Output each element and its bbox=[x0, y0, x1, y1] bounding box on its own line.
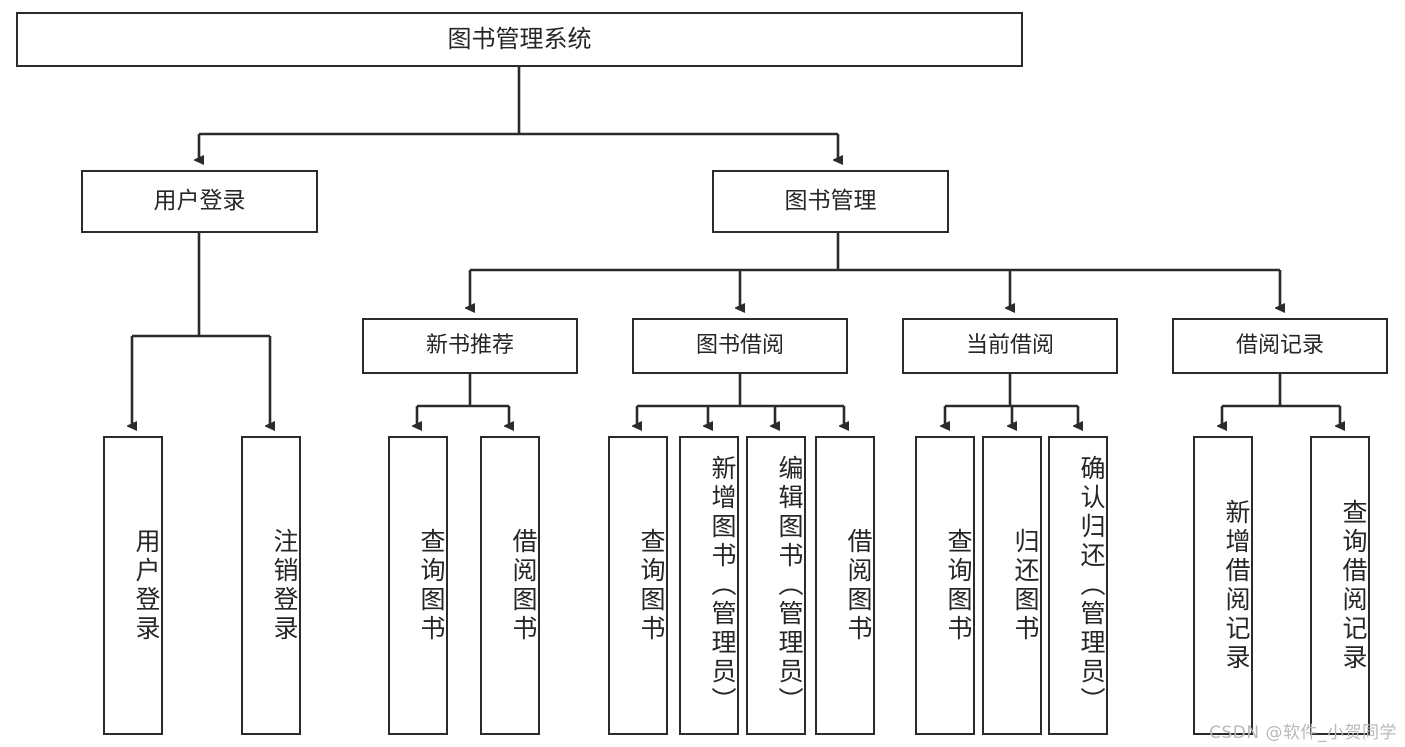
node-label: 借阅记录 bbox=[1235, 333, 1324, 359]
leaf-logout[interactable]: 注销登录 bbox=[241, 436, 301, 735]
node-label: 图书管理系统 bbox=[447, 25, 592, 54]
node-label: 图书管理 bbox=[784, 187, 877, 214]
leaf-borrow-book[interactable]: 借阅图书 bbox=[815, 436, 875, 735]
leaf-query-borrow-record[interactable]: 查询借阅记录 bbox=[1310, 436, 1370, 735]
node-label: 确认归还（管理员） bbox=[1077, 455, 1106, 716]
node-label: 新书推荐 bbox=[425, 333, 514, 359]
node-label: 注销登录 bbox=[270, 527, 299, 644]
node-borrow-record[interactable]: 借阅记录 bbox=[1172, 318, 1388, 374]
leaf-borrow-book-recommend[interactable]: 借阅图书 bbox=[480, 436, 540, 735]
node-root-book-management-system[interactable]: 图书管理系统 bbox=[16, 12, 1023, 67]
leaf-add-book-admin[interactable]: 新增图书（管理员） bbox=[679, 436, 739, 735]
node-label: 查询图书 bbox=[417, 527, 446, 644]
leaf-query-book-borrow[interactable]: 查询图书 bbox=[608, 436, 668, 735]
leaf-query-book-recommend[interactable]: 查询图书 bbox=[388, 436, 448, 735]
leaf-user-login[interactable]: 用户登录 bbox=[103, 436, 163, 735]
node-label: 借阅图书 bbox=[844, 527, 873, 644]
node-book-borrow[interactable]: 图书借阅 bbox=[632, 318, 848, 374]
node-label: 归还图书 bbox=[1011, 527, 1040, 644]
node-current-borrow[interactable]: 当前借阅 bbox=[902, 318, 1118, 374]
node-label: 当前借阅 bbox=[965, 333, 1054, 359]
node-label: 用户登录 bbox=[153, 187, 246, 214]
node-label: 新增借阅记录 bbox=[1222, 498, 1251, 673]
leaf-add-borrow-record[interactable]: 新增借阅记录 bbox=[1193, 436, 1253, 735]
node-label: 查询图书 bbox=[637, 527, 666, 644]
node-label: 用户登录 bbox=[132, 527, 161, 644]
leaf-return-book[interactable]: 归还图书 bbox=[982, 436, 1042, 735]
node-label: 编辑图书（管理员） bbox=[775, 455, 804, 716]
leaf-confirm-return-admin[interactable]: 确认归还（管理员） bbox=[1048, 436, 1108, 735]
leaf-query-book-current[interactable]: 查询图书 bbox=[915, 436, 975, 735]
node-user-login[interactable]: 用户登录 bbox=[81, 170, 318, 233]
leaf-edit-book-admin[interactable]: 编辑图书（管理员） bbox=[746, 436, 806, 735]
node-new-book-recommend[interactable]: 新书推荐 bbox=[362, 318, 578, 374]
node-label: 借阅图书 bbox=[509, 527, 538, 644]
watermark: CSDN @软件_小贺同学 bbox=[1209, 723, 1397, 743]
node-label: 图书借阅 bbox=[695, 333, 784, 359]
node-label: 查询图书 bbox=[944, 527, 973, 644]
node-label: 查询借阅记录 bbox=[1339, 498, 1368, 673]
node-book-management[interactable]: 图书管理 bbox=[712, 170, 949, 233]
node-label: 新增图书（管理员） bbox=[708, 455, 737, 716]
